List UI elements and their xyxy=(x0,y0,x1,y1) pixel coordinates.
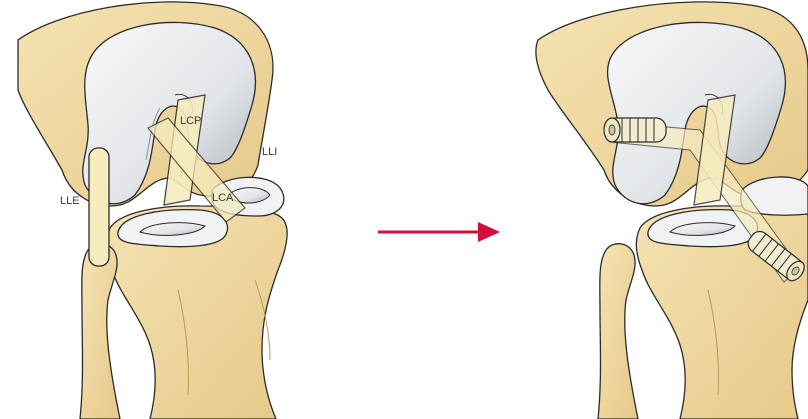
label-lli: LLI xyxy=(262,146,277,158)
fibula xyxy=(80,244,120,419)
label-lca: LCA xyxy=(212,192,234,204)
interference-screw-icon xyxy=(604,118,666,142)
knee-native: LCP LLI LLE LCA xyxy=(18,2,287,419)
lle-ligament xyxy=(89,148,109,266)
knee-reconstructed xyxy=(536,2,808,419)
fibula-reconstructed xyxy=(598,244,638,419)
arrow-right-icon xyxy=(378,222,500,242)
label-lcp: LCP xyxy=(180,115,201,127)
label-lle: LLE xyxy=(60,195,80,207)
